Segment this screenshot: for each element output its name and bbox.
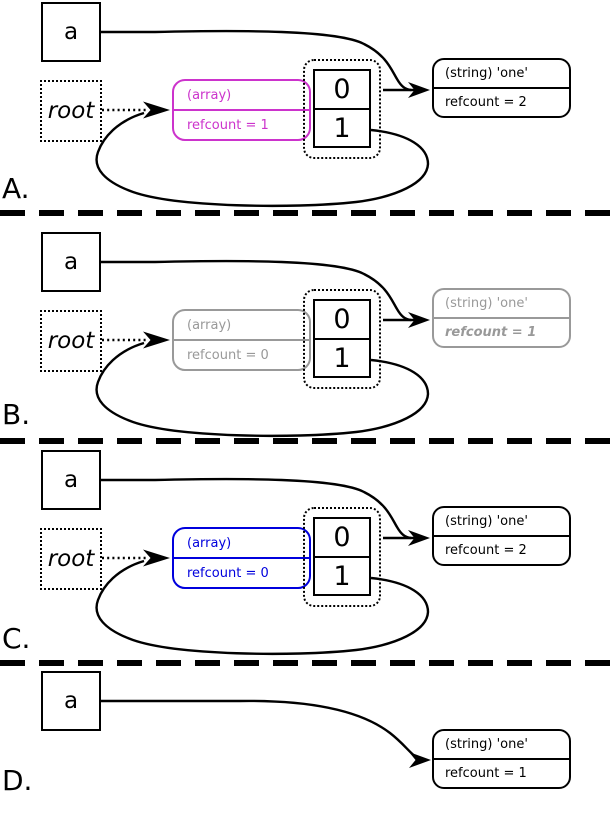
- array-zval-box: (array) refcount = 0: [172, 527, 311, 589]
- string-refcount-row: refcount = 2: [434, 89, 569, 116]
- a-to-string-curve: [101, 477, 412, 540]
- a-to-string-curve: [101, 259, 412, 322]
- array-refcount-row: refcount = 0: [174, 341, 309, 369]
- string-type-label: (string) 'one': [445, 296, 528, 311]
- panel-c: a root (array) refcount = 0 0 1 (string)…: [0, 450, 614, 662]
- panel-b: a root (array) refcount = 0 0 1 (string)…: [0, 232, 614, 444]
- string-zval-box: (string) 'one' refcount = 2: [432, 506, 571, 566]
- string-refcount-row: refcount = 2: [434, 537, 569, 564]
- cell-0: 0: [315, 301, 369, 340]
- variable-box: a: [41, 671, 101, 731]
- array-type-row: (array): [174, 529, 309, 559]
- panel-label: B.: [2, 398, 31, 431]
- string-arrowhead: [408, 312, 430, 328]
- variable-box: a: [41, 450, 101, 510]
- variable-label: a: [63, 249, 79, 275]
- array-type-label: (array): [187, 87, 232, 103]
- array-type-row: (array): [174, 311, 309, 341]
- cell-1: 1: [333, 342, 351, 374]
- string-type-row: (string) 'one': [434, 731, 569, 760]
- variable-label: a: [63, 19, 79, 45]
- string-arrowhead: [408, 530, 430, 546]
- root-label: root: [47, 98, 95, 124]
- array-type-label: (array): [187, 535, 232, 551]
- panel-d: a (string) 'one' refcount = 1 D.: [0, 671, 614, 814]
- string-arrowhead: [409, 752, 431, 768]
- panel-label: D.: [2, 764, 33, 797]
- string-refcount-label: refcount = 1: [445, 325, 537, 340]
- string-refcount-label: refcount = 2: [445, 95, 527, 110]
- array-arrowhead: [143, 331, 170, 349]
- cell-0: 0: [315, 519, 369, 558]
- string-type-row: (string) 'one': [434, 60, 569, 89]
- array-cells: 0 1: [313, 517, 371, 596]
- cell-1: 1: [333, 560, 351, 592]
- cycle-loop-curve: [95, 111, 430, 208]
- string-type-label: (string) 'one': [445, 514, 528, 529]
- hashtable-dotted-outline: [303, 507, 381, 607]
- hashtable-dotted-outline: [303, 59, 381, 159]
- array-refcount-row: refcount = 1: [174, 111, 309, 139]
- panel-b-connectors: [95, 259, 430, 438]
- string-type-row: (string) 'one': [434, 290, 569, 319]
- variable-box: a: [41, 232, 101, 292]
- string-type-label: (string) 'one': [445, 737, 528, 752]
- panel-label: C.: [2, 622, 31, 655]
- variable-box: a: [41, 2, 101, 62]
- root-box: root: [40, 80, 102, 142]
- array-type-label: (array): [187, 317, 232, 333]
- cell-1: 1: [333, 112, 351, 144]
- array-refcount-label: refcount = 0: [187, 565, 269, 581]
- string-zval-box: (string) 'one' refcount = 1: [432, 288, 571, 348]
- root-label: root: [47, 328, 95, 354]
- array-zval-box: (array) refcount = 0: [172, 309, 311, 371]
- root-box: root: [40, 310, 102, 372]
- string-zval-box: (string) 'one' refcount = 1: [432, 729, 571, 789]
- panel-d-connectors: [101, 699, 431, 768]
- cell-0: 0: [315, 71, 369, 110]
- a-to-string-curve: [101, 29, 412, 92]
- array-refcount-label: refcount = 0: [187, 347, 269, 363]
- array-cells: 0 1: [313, 69, 371, 148]
- variable-label: a: [63, 688, 79, 714]
- array-zval-box: (array) refcount = 1: [172, 79, 311, 141]
- a-to-string-curve: [101, 699, 418, 759]
- array-arrowhead: [143, 101, 170, 119]
- string-zval-box: (string) 'one' refcount = 2: [432, 58, 571, 118]
- string-refcount-label: refcount = 2: [445, 543, 527, 558]
- string-refcount-label: refcount = 1: [445, 766, 527, 781]
- panel-a-connectors: [95, 29, 430, 208]
- string-type-label: (string) 'one': [445, 66, 528, 81]
- array-arrowhead: [143, 549, 170, 567]
- variable-label: a: [63, 467, 79, 493]
- root-label: root: [47, 546, 95, 572]
- string-arrowhead: [408, 82, 430, 98]
- cycle-loop-curve: [95, 559, 430, 656]
- panel-a: a root (array) refcount = 1 0 1 (string)…: [0, 2, 614, 214]
- root-box: root: [40, 528, 102, 590]
- array-cells: 0 1: [313, 299, 371, 378]
- cycle-loop-curve: [95, 341, 430, 438]
- panel-label: A.: [2, 172, 30, 205]
- array-refcount-row: refcount = 0: [174, 559, 309, 587]
- string-type-row: (string) 'one': [434, 508, 569, 537]
- array-type-row: (array): [174, 81, 309, 111]
- panel-c-connectors: [95, 477, 430, 656]
- array-refcount-label: refcount = 1: [187, 117, 269, 133]
- hashtable-dotted-outline: [303, 289, 381, 389]
- string-refcount-row: refcount = 1: [434, 760, 569, 787]
- string-refcount-row: refcount = 1: [434, 319, 569, 346]
